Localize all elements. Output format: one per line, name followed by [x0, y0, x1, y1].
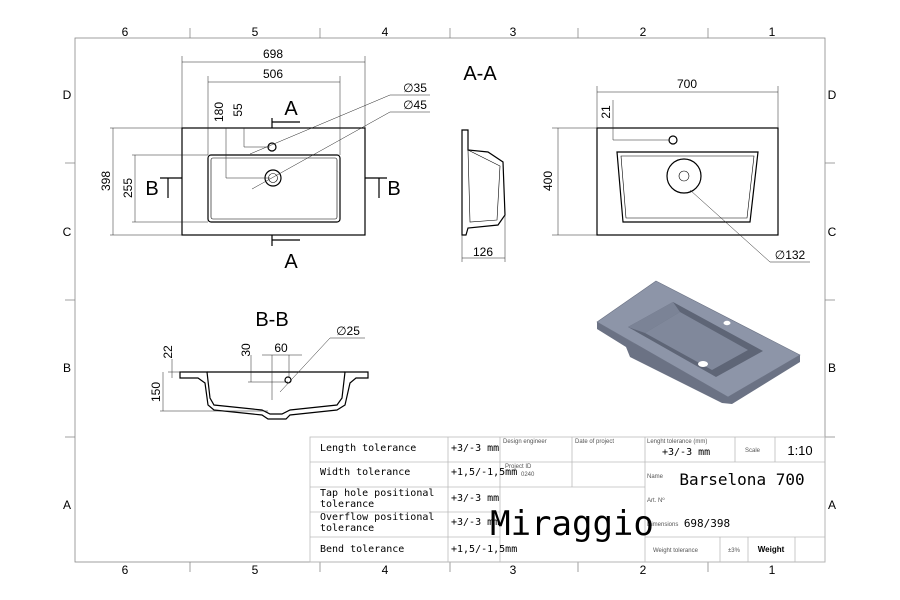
weight-tol-label: Weight tolerance	[653, 548, 699, 554]
name-value: Barselona 700	[679, 470, 804, 489]
render-drain	[698, 361, 708, 367]
dim-overflow-height: 30	[239, 343, 253, 357]
top-view: 698 506 398 255 180 55 ∅35 ∅45 A A B B	[99, 47, 430, 273]
dim-right-depth: 400	[541, 171, 555, 191]
scale-label: Scale	[745, 448, 761, 454]
row-label: B	[828, 361, 836, 375]
project-id: 0240	[521, 472, 535, 478]
row-label: B	[63, 361, 71, 375]
row-label: C	[63, 225, 72, 239]
weight-label: Weight	[758, 545, 785, 554]
dim-overall-width: 698	[263, 47, 283, 61]
dim-tap-offset: 55	[231, 103, 245, 117]
dim-right-width: 700	[677, 77, 697, 91]
tolerance-value: +3/-3 mm	[451, 517, 499, 528]
col-label: 6	[122, 563, 129, 577]
scale-value: 1:10	[787, 443, 812, 458]
col-label: 1	[769, 563, 776, 577]
dim-basin-depth: 255	[121, 178, 135, 198]
zone-ticks	[65, 28, 835, 572]
dim-overflow-offset: 60	[274, 341, 288, 355]
section-a-a: A-A 126	[461, 63, 506, 262]
col-label: 2	[640, 563, 647, 577]
dim-bowl-diameter: ∅132	[775, 248, 806, 262]
length-tol-value: +3/-3 mm	[662, 447, 710, 458]
tolerance-label: Width tolerance	[320, 467, 410, 478]
date-label: Date of project	[575, 439, 614, 445]
tolerance-label: Tap hole positional	[320, 488, 434, 499]
row-label: D	[828, 88, 837, 102]
tolerance-value: +1,5/-1,5mm	[451, 544, 517, 555]
brand-logo: Miraggio	[490, 504, 654, 544]
section-a-label: A	[284, 251, 298, 273]
dim-basin-width: 506	[263, 67, 283, 81]
dim-aa-depth: 126	[473, 245, 493, 259]
dim-right-tap-offset: 21	[599, 105, 613, 119]
dim-rim: 22	[161, 345, 175, 359]
sink-3d-render	[596, 280, 801, 404]
right-top-view: 700 400 21 ∅132	[541, 77, 810, 263]
col-label: 1	[769, 25, 776, 39]
tolerance-label: Length tolerance	[320, 443, 416, 454]
tolerance-value: +3/-3 mm	[451, 493, 499, 504]
row-label: A	[828, 498, 836, 512]
dim-drain-offset: 180	[212, 102, 226, 122]
col-label: 5	[252, 25, 259, 39]
col-label: 4	[382, 25, 389, 39]
section-aa-title: A-A	[463, 63, 497, 85]
row-label: A	[63, 498, 71, 512]
row-label: D	[63, 88, 72, 102]
length-tol-label: Lenght tolerance (mm)	[647, 439, 707, 445]
section-b-label: B	[387, 178, 400, 200]
tolerance-label: Bend tolerance	[320, 544, 404, 555]
dim-drain-hole: ∅45	[403, 98, 427, 112]
name-label: Name	[647, 474, 664, 480]
col-label: 3	[510, 25, 517, 39]
tolerance-label: tolerance	[320, 523, 374, 534]
col-label: 5	[252, 563, 259, 577]
col-label: 4	[382, 563, 389, 577]
tolerance-label: tolerance	[320, 499, 374, 510]
section-b-b: B-B 22 30 60 150 ∅25	[149, 309, 369, 420]
col-label: 6	[122, 25, 129, 39]
weight-tol-value: ±3%	[728, 548, 741, 554]
dimensions-value: 698/398	[684, 517, 730, 530]
dim-overflow-hole: ∅25	[336, 324, 360, 338]
tolerance-value: +3/-3 mm	[451, 443, 499, 454]
tolerance-label: Overflow positional	[320, 512, 434, 523]
render-tap-hole	[723, 320, 731, 326]
dim-bb-height: 150	[149, 382, 163, 402]
col-label: 2	[640, 25, 647, 39]
tolerance-value: +1,5/-1,5mm	[451, 467, 517, 478]
dimensions-label: Dimensions	[647, 522, 678, 528]
section-bb-title: B-B	[255, 309, 288, 331]
dim-tap-hole: ∅35	[403, 81, 427, 95]
col-label: 3	[510, 563, 517, 577]
dim-overall-depth: 398	[99, 171, 113, 191]
art-label: Art. Nº	[647, 497, 665, 504]
title-block: Length tolerance +3/-3 mm Width toleranc…	[309, 436, 826, 563]
row-label: C	[828, 225, 837, 239]
section-a-label: A	[284, 98, 298, 120]
design-engineer-label: Design engineer	[503, 439, 547, 445]
zone-labels: 6 5 4 3 2 1 6 5 4 3 2 1 D C B A D C B A	[63, 25, 837, 577]
project-id-label: Project ID	[505, 464, 532, 470]
section-b-label: B	[145, 178, 158, 200]
